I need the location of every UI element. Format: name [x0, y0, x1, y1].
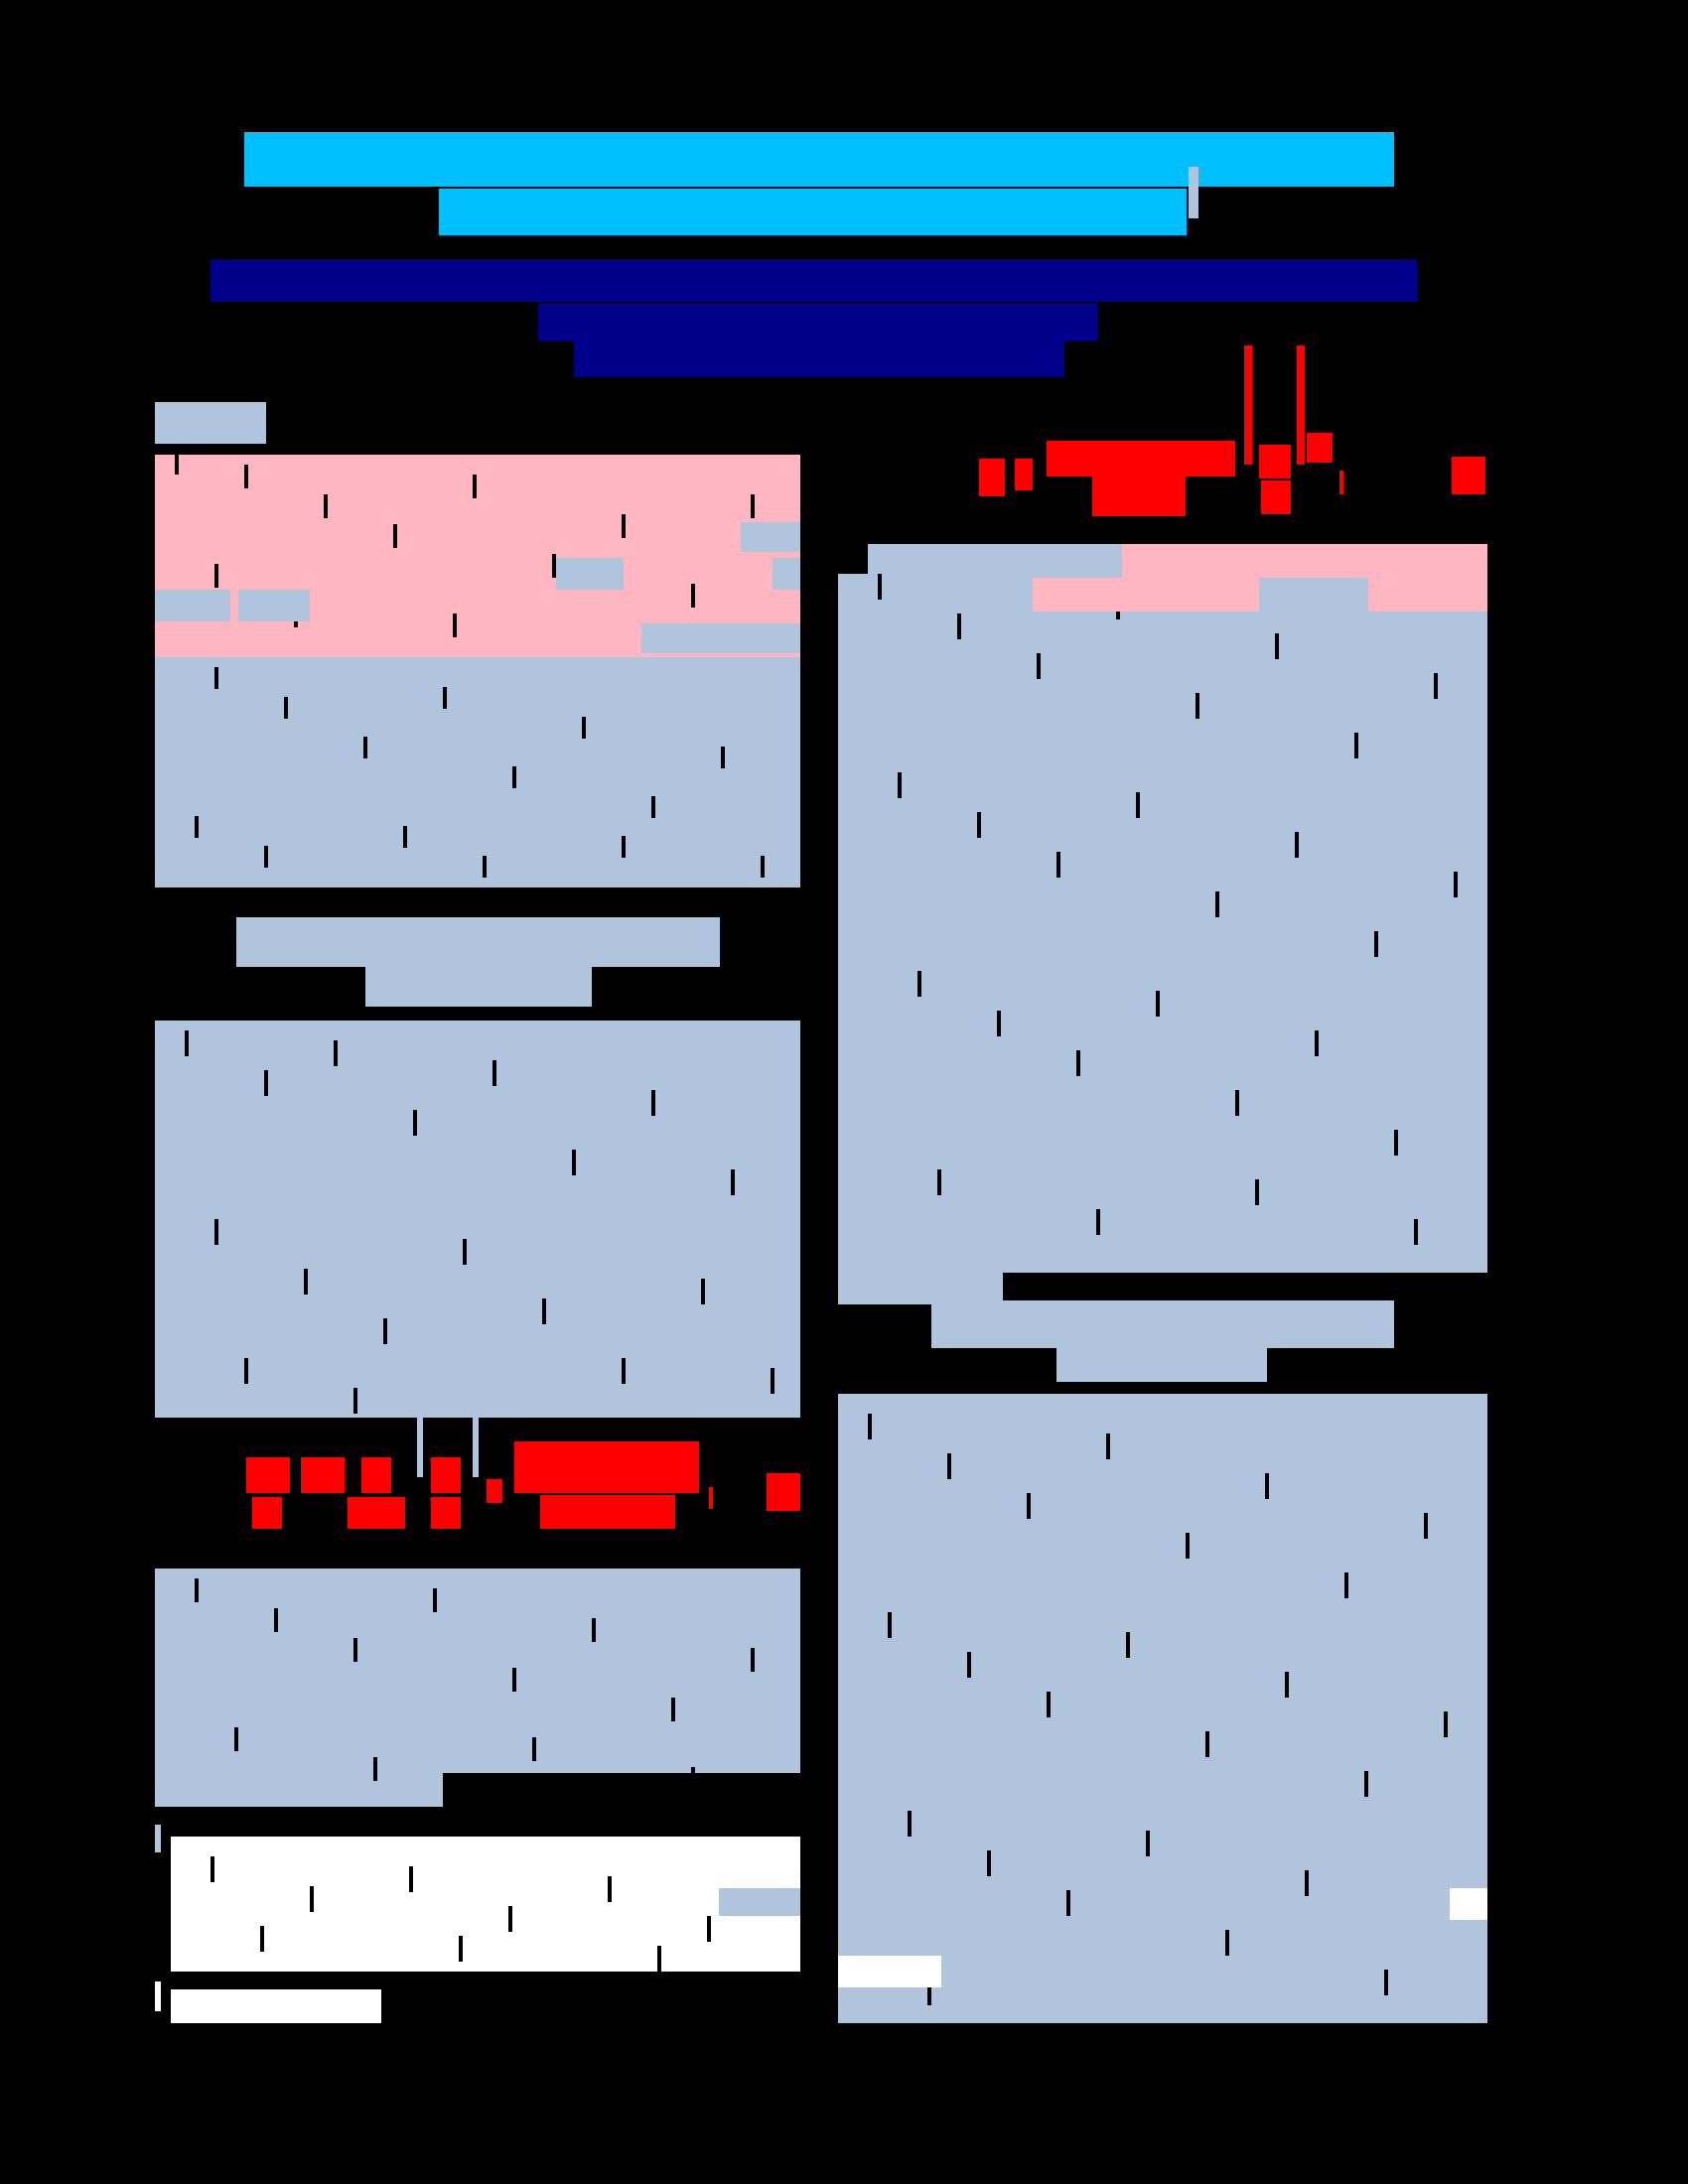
- section-heading-red-left: [431, 1457, 461, 1493]
- section-heading-red-left: [767, 1473, 800, 1511]
- affiliation-line-2: [574, 341, 1064, 376]
- abstract-text: [155, 657, 800, 887]
- footnote-marker: [838, 1956, 941, 1987]
- section-heading-red-left: [540, 1495, 675, 1529]
- footnote-text: [171, 1837, 800, 1972]
- abstract-chip-3: [556, 558, 624, 590]
- title-mark: [1189, 167, 1198, 218]
- section-heading-red-left: [431, 1497, 461, 1529]
- footnote-marker: [1450, 1888, 1487, 1920]
- section-heading-red-right: [1015, 459, 1033, 490]
- section-heading-red-right: [1047, 441, 1235, 477]
- note-text: [0, 0, 1, 1]
- title-text: [0, 0, 1, 1]
- heading-tick: [1297, 345, 1305, 465]
- heading-tick: [473, 1418, 479, 1477]
- section-heading-red-right: [1261, 480, 1291, 514]
- section-heading-red-right: [1092, 477, 1186, 516]
- text-cutout: [1003, 1273, 1487, 1304]
- body-text-right: [838, 544, 1487, 1273]
- heading-tick: [417, 1418, 423, 1477]
- affiliation-line-1: [538, 303, 1097, 341]
- footnote-text-line: [171, 1989, 381, 2023]
- abstract-chip-6: [641, 623, 800, 653]
- section-heading-red-right: [1452, 457, 1485, 494]
- footnote-chip: [719, 1888, 800, 1916]
- body-text-right-2: [838, 1394, 1487, 2023]
- highlight-gap: [1259, 578, 1368, 612]
- text-cutout: [838, 544, 868, 574]
- section-heading-red-left: [252, 1497, 282, 1529]
- section-label: [155, 402, 266, 444]
- page-title-line-2: [439, 189, 1187, 235]
- body-text-left-2: [155, 1569, 800, 1807]
- section-heading-right: [931, 1300, 1394, 1348]
- section-heading-red-left: [246, 1457, 290, 1493]
- authors-text: [0, 0, 1, 1]
- body-text-left: [155, 1021, 800, 1418]
- section-heading-red-right: [1307, 433, 1333, 463]
- page-title: [244, 132, 1394, 187]
- footnote-cutout: [320, 1972, 800, 1983]
- section-heading-red-left: [361, 1457, 391, 1493]
- abstract-chip-5: [773, 558, 800, 590]
- author-list: [211, 259, 1417, 302]
- text-cutout: [443, 1773, 800, 1807]
- section-heading-left-line-2: [365, 967, 592, 1007]
- section-heading-red-left: [487, 1479, 502, 1503]
- footnote-marker: [155, 1981, 161, 2011]
- section-heading-red-left: [709, 1487, 713, 1509]
- abstract-chip-1: [155, 590, 230, 621]
- section-heading-right-line-2: [1056, 1348, 1267, 1382]
- abstract-chip-4: [741, 522, 800, 552]
- section-heading-red-right: [1259, 445, 1291, 478]
- body-highlight: [1122, 544, 1487, 578]
- heading-tick: [1244, 345, 1252, 465]
- footnote-marker: [155, 1825, 161, 1852]
- body-text-right-tail: [838, 1273, 1003, 1304]
- section-heading-red-left: [301, 1457, 345, 1493]
- section-heading-red-left: [514, 1441, 699, 1493]
- abstract-chip-2: [238, 590, 310, 621]
- section-heading-red-left: [348, 1497, 405, 1529]
- section-heading-red-right: [1339, 471, 1343, 494]
- section-heading-left: [236, 917, 720, 967]
- section-heading-red-right: [979, 459, 1005, 496]
- abstract-highlight: [155, 455, 800, 661]
